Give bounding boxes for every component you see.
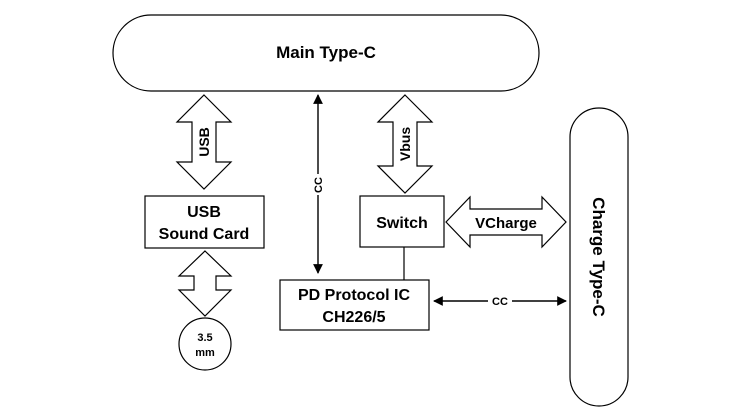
audio-link-arrow <box>177 250 233 317</box>
vbus-link-arrow: Vbus <box>376 94 434 194</box>
usb-link-arrow: USB <box>175 94 233 190</box>
switch-node: Switch <box>359 195 445 248</box>
charge-typec-node: Charge Type-C <box>569 107 629 407</box>
vcharge-link-arrow: VCharge <box>445 195 567 249</box>
charge-typec-label: Charge Type-C <box>589 197 608 317</box>
usb-sound-card-node: USB Sound Card <box>144 195 265 249</box>
cc-main-link: CC <box>313 94 325 274</box>
vcharge-link-label: VCharge <box>475 215 537 232</box>
cc-charge-link: CC <box>433 296 567 308</box>
pd-protocol-ic-node: PD Protocol IC CH226/5 <box>279 279 430 331</box>
pd-protocol-ic-label-line2: CH226/5 <box>322 309 385 326</box>
audio-jack-node: 3.5 mm <box>178 317 232 371</box>
cc-main-label: CC <box>313 177 325 193</box>
vbus-link-label: Vbus <box>397 127 413 161</box>
usb-sound-card-label-line2: Sound Card <box>159 226 250 243</box>
usb-link-label: USB <box>196 127 212 157</box>
cc-charge-label: CC <box>492 296 508 308</box>
audio-jack-label-line2: mm <box>195 347 215 359</box>
switch-label: Switch <box>376 215 428 232</box>
main-typec-node: Main Type-C <box>112 14 540 92</box>
pd-protocol-ic-label-line1: PD Protocol IC <box>298 287 410 304</box>
audio-jack-label-line1: 3.5 <box>197 332 212 344</box>
usb-sound-card-label-line1: USB <box>187 204 221 221</box>
main-typec-label: Main Type-C <box>276 43 376 62</box>
